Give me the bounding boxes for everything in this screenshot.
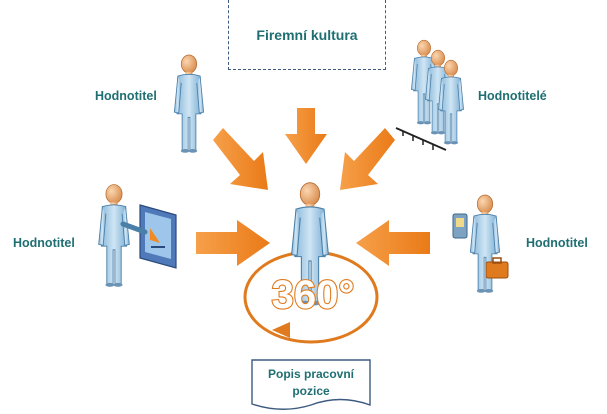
job-description-line2: pozice [292, 384, 330, 398]
job-description-document [251, 359, 371, 410]
briefcase-icon [485, 257, 509, 279]
evaluator-group-icon [395, 39, 464, 151]
badge-360: 360° [272, 273, 355, 317]
company-culture-box: Firemní kultura [228, 0, 386, 70]
evaluator-presenter-icon [98, 184, 177, 288]
job-description-label: Popis pracovní pozice [252, 366, 370, 400]
arrow-top-left [213, 128, 268, 190]
label-evaluator-top-left: Hodnotitel [95, 89, 157, 103]
company-culture-title: Firemní kultura [256, 26, 358, 43]
label-evaluator-middle-left: Hodnotitel [13, 236, 75, 250]
phone-icon [452, 213, 468, 239]
arrow-top-right [340, 128, 395, 190]
label-evaluators-top-right: Hodnotitelé [478, 89, 547, 103]
arrow-left [196, 220, 270, 266]
label-evaluator-middle-right: Hodnotitel [526, 236, 588, 250]
chart-board-icon [139, 204, 177, 269]
job-description-line1: Popis pracovní [267, 367, 355, 381]
evaluator-briefcase-icon [452, 194, 509, 294]
arrow-right [356, 220, 430, 266]
evaluator-top-left-icon [173, 54, 205, 154]
arrow-top [285, 108, 327, 164]
